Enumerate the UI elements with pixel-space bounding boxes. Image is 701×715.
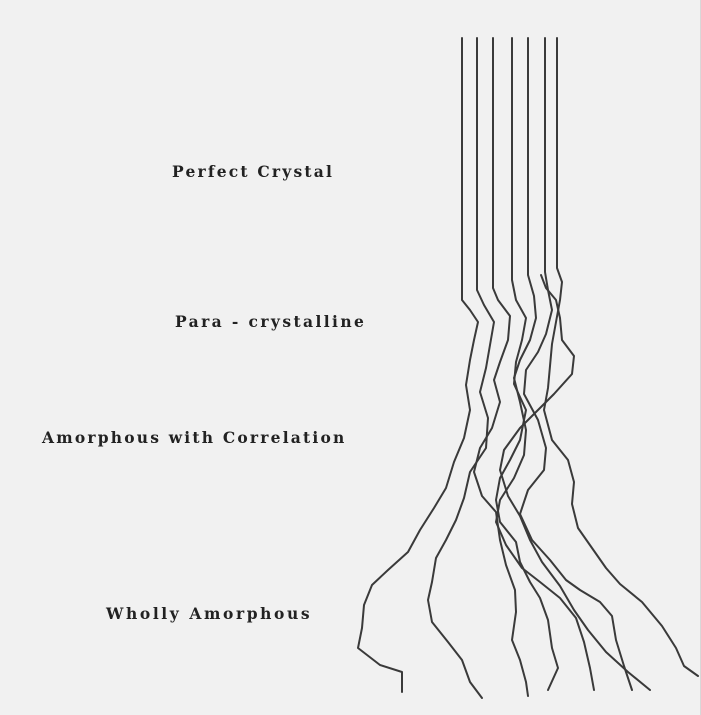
chain-line-1 xyxy=(358,38,478,692)
chain-line-3 xyxy=(474,38,528,696)
